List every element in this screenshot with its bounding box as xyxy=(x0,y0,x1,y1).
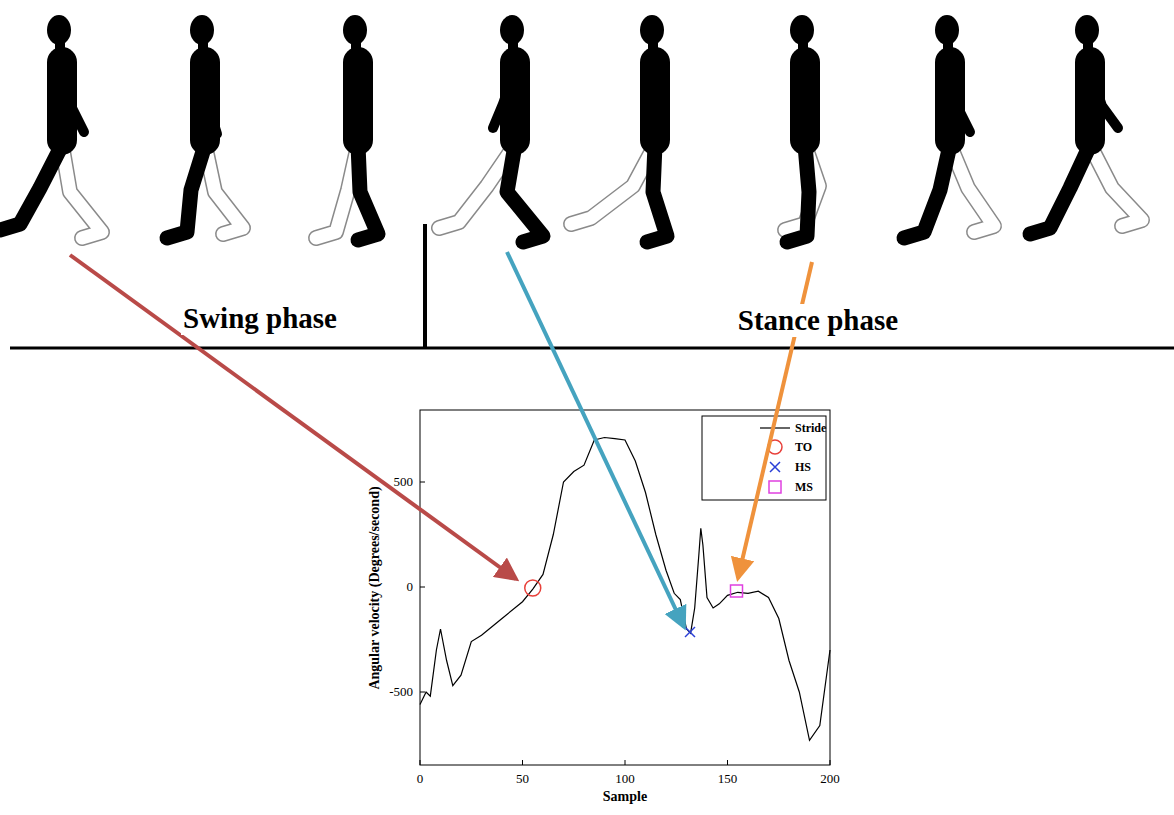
head xyxy=(790,15,814,45)
far-leg xyxy=(205,145,243,234)
legend-square xyxy=(769,481,781,493)
tick-label: 150 xyxy=(718,771,738,787)
hs-marker xyxy=(685,627,695,637)
to-marker xyxy=(525,580,541,596)
arm xyxy=(356,70,362,136)
legend-text: HS xyxy=(795,460,811,475)
near-leg xyxy=(787,145,809,242)
x-tick xyxy=(727,760,728,765)
axis-ticks xyxy=(420,482,830,765)
phase-divider xyxy=(423,224,427,348)
far-leg xyxy=(62,145,102,238)
far-leg xyxy=(205,145,243,234)
arm xyxy=(805,70,813,136)
near-leg xyxy=(647,145,667,242)
y-tick xyxy=(420,587,425,588)
stride-curve xyxy=(420,438,830,741)
tick-label: 0 xyxy=(417,771,424,787)
near-leg xyxy=(507,145,543,242)
arm xyxy=(645,70,655,132)
torso xyxy=(343,62,373,140)
tick-label: 0 xyxy=(407,579,414,595)
head xyxy=(500,15,524,45)
axis-title: Angular velocity (Degrees/second) xyxy=(367,486,383,689)
to-arrow xyxy=(70,255,516,579)
head xyxy=(47,15,71,45)
x-tick xyxy=(625,760,626,765)
arm xyxy=(1090,70,1118,128)
plot-frame xyxy=(420,410,830,765)
legend-text: MS xyxy=(795,480,813,495)
phase-label: Stance phase xyxy=(736,304,900,337)
head xyxy=(343,15,367,45)
torso xyxy=(790,62,820,140)
near-leg xyxy=(167,145,205,238)
legend-text: Stride xyxy=(795,421,826,436)
tick-label: 100 xyxy=(615,771,635,787)
near-leg xyxy=(0,145,62,230)
x-tick xyxy=(522,760,523,765)
far-leg xyxy=(950,145,994,232)
far-leg xyxy=(571,145,655,224)
axis-title: Sample xyxy=(603,789,647,805)
far-leg xyxy=(950,145,994,232)
arm xyxy=(950,70,970,132)
x-tick xyxy=(830,760,831,765)
hs-arrow xyxy=(507,252,684,627)
near-leg xyxy=(904,145,950,238)
head xyxy=(1075,15,1099,45)
far-leg xyxy=(1090,145,1142,226)
legend-box xyxy=(702,416,826,500)
legend-text: TO xyxy=(795,440,812,455)
arm xyxy=(493,70,515,128)
tick-label: 500 xyxy=(394,474,414,490)
y-tick xyxy=(420,482,425,483)
torso xyxy=(190,62,220,140)
head xyxy=(190,15,214,45)
legend-cross xyxy=(770,462,780,472)
far-leg xyxy=(62,145,102,238)
near-leg xyxy=(358,145,378,240)
arm xyxy=(62,70,84,132)
tick-label: 50 xyxy=(516,771,529,787)
x-tick xyxy=(420,760,421,765)
ms-marker xyxy=(731,585,743,597)
silhouettes xyxy=(0,15,1142,242)
y-tick xyxy=(420,692,425,693)
head xyxy=(935,15,959,45)
phase-label: Swing phase xyxy=(181,302,339,335)
head xyxy=(640,15,664,45)
phase-line xyxy=(10,347,1174,350)
far-leg xyxy=(571,145,655,224)
torso xyxy=(640,62,670,140)
near-leg xyxy=(1030,145,1090,234)
arm xyxy=(205,70,217,134)
tick-label: 200 xyxy=(820,771,840,787)
tick-label: -500 xyxy=(389,684,413,700)
far-leg xyxy=(1090,145,1142,226)
